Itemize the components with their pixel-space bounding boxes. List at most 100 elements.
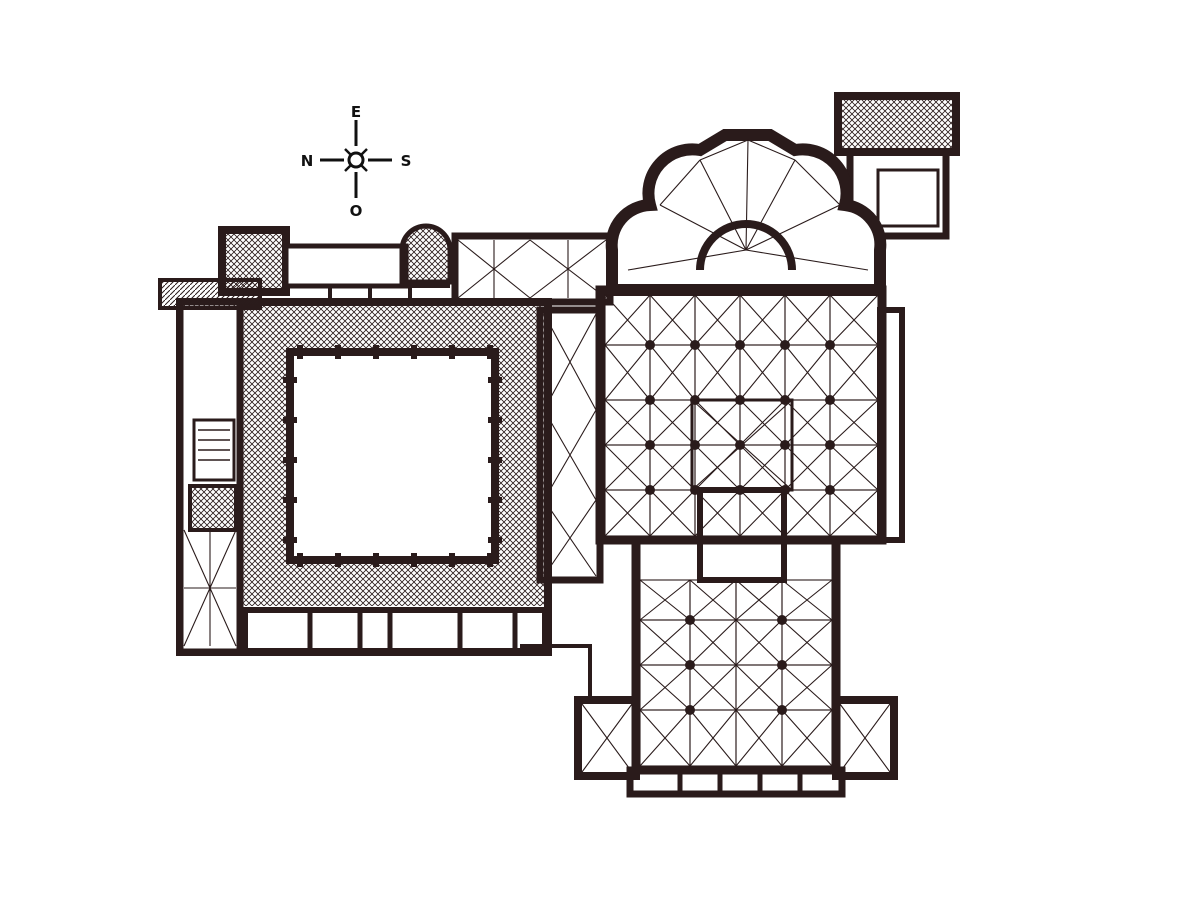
vault-rib (689, 709, 737, 767)
pier (685, 705, 695, 715)
vault-rib (735, 709, 783, 767)
vault-rib (739, 294, 786, 346)
pier (488, 497, 502, 503)
pier (690, 485, 700, 495)
vault-rib (649, 294, 696, 346)
pier (488, 457, 502, 463)
vault-rib (604, 399, 651, 446)
pier (825, 440, 835, 450)
north-wing (158, 223, 614, 310)
vault-rib (639, 579, 691, 621)
nave (520, 535, 898, 798)
pier (735, 485, 745, 495)
vault-rib (735, 664, 783, 711)
vault-rib (739, 444, 786, 491)
vault-rib (639, 709, 691, 767)
pier (283, 417, 297, 423)
vault-rib (784, 344, 831, 401)
pier (488, 377, 502, 383)
vault-rib (604, 294, 651, 346)
pier (780, 440, 790, 450)
pier (373, 553, 379, 567)
pier (645, 440, 655, 450)
pier (690, 395, 700, 405)
vault-rib (735, 579, 783, 621)
vault-rib (829, 344, 879, 401)
vault-rib (649, 344, 696, 401)
vault-rib (649, 399, 696, 446)
pier (449, 553, 455, 567)
pier (685, 615, 695, 625)
pier (735, 340, 745, 350)
vault-rib (639, 619, 691, 666)
pier (283, 457, 297, 463)
pier (411, 345, 417, 359)
pier (645, 395, 655, 405)
vault-rib (649, 444, 696, 491)
vault-rib (694, 294, 741, 346)
pier (487, 345, 493, 359)
pier (780, 485, 790, 495)
pier (449, 345, 455, 359)
vault-rib (694, 344, 741, 401)
vault-rib (739, 489, 786, 537)
vault-rib (604, 489, 651, 537)
vault-rib (689, 579, 737, 621)
cloister (176, 298, 552, 656)
compass-north-label: N (301, 152, 314, 170)
vault-rib (639, 664, 691, 711)
compass-south-label: S (401, 152, 412, 170)
vault-rib (829, 444, 879, 491)
vault-rib (781, 709, 833, 767)
vault-rib (739, 399, 786, 446)
pier (488, 537, 502, 543)
vault-rib (689, 619, 737, 666)
pier (735, 395, 745, 405)
vault-rib (604, 344, 651, 401)
pier (777, 660, 787, 670)
compass-east-label: E (351, 103, 361, 121)
vault-rib (784, 294, 831, 346)
pier (335, 345, 341, 359)
vault-rib (781, 619, 833, 666)
vault-rib (735, 619, 783, 666)
cloister-garth (286, 348, 499, 564)
pier (777, 615, 787, 625)
pier (780, 395, 790, 405)
pier (283, 537, 297, 543)
apse (605, 129, 887, 296)
vault-rib (649, 489, 696, 537)
vault-rib (781, 664, 833, 711)
pier (825, 485, 835, 495)
vault-rib (739, 344, 786, 401)
vault-rib (784, 489, 831, 537)
pier (645, 485, 655, 495)
vault-rib (689, 664, 737, 711)
pier (780, 340, 790, 350)
pier (735, 440, 745, 450)
pier (297, 345, 303, 359)
pier (335, 553, 341, 567)
pier (690, 440, 700, 450)
pier (411, 553, 417, 567)
vault-rib (829, 399, 879, 446)
pier (645, 340, 655, 350)
vault-rib (781, 579, 833, 621)
compass-west-label: O (350, 202, 363, 220)
pier (690, 340, 700, 350)
vault-rib (604, 444, 651, 491)
pier (777, 705, 787, 715)
pier (283, 377, 297, 383)
pier (825, 395, 835, 405)
pier (487, 553, 493, 567)
pier (685, 660, 695, 670)
pier (297, 553, 303, 567)
compass-rose: E N S O (301, 103, 412, 220)
pier (283, 497, 297, 503)
vault-rib (829, 294, 879, 346)
pier (825, 340, 835, 350)
vault-rib (829, 489, 879, 537)
pier (488, 417, 502, 423)
pier (373, 345, 379, 359)
